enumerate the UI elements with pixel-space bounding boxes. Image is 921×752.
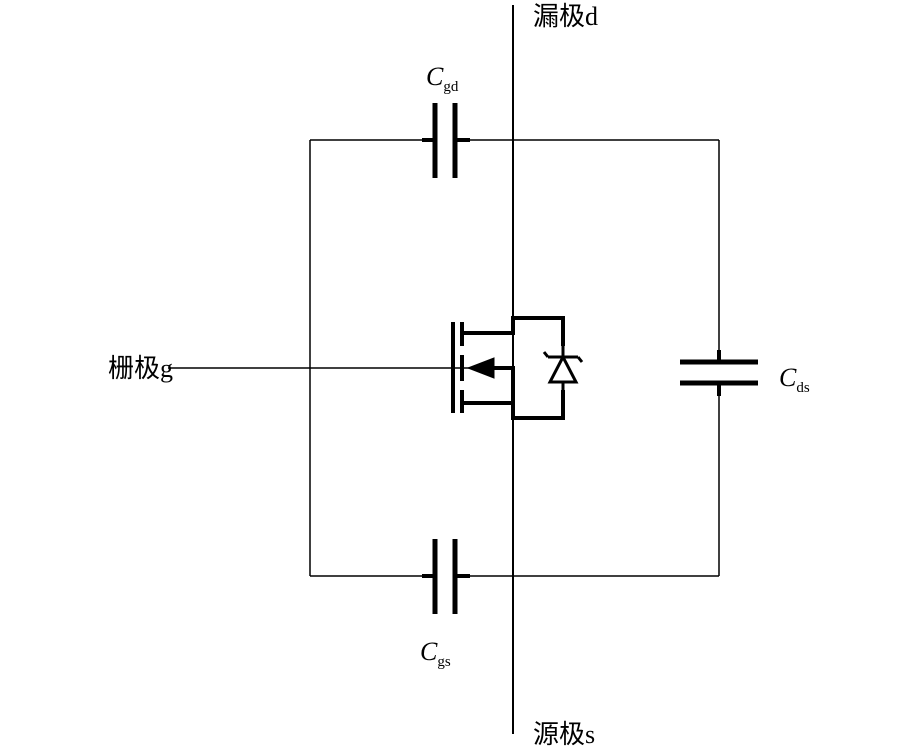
- capacitor-cds: [680, 350, 758, 396]
- drain-label: 漏极d: [533, 2, 598, 31]
- cgs-label: Cgs: [420, 637, 451, 670]
- cds-label: Cds: [779, 363, 810, 396]
- cgd-label: Cgd: [426, 62, 459, 95]
- mosfet-source-lead: [462, 390, 565, 420]
- capacitor-cgs: [422, 539, 470, 614]
- body-diode-wing-right: [576, 356, 584, 363]
- gate-label: 栅极g: [108, 354, 173, 383]
- source-label: 源极s: [533, 720, 595, 749]
- mosfet-body-arrow: [466, 357, 495, 379]
- mosfet-drain-lead: [462, 316, 565, 346]
- body-diode-triangle: [547, 353, 579, 384]
- mosfet-symbol: [451, 316, 584, 420]
- capacitor-cgd: [422, 103, 470, 178]
- body-diode-wing-left: [542, 351, 550, 358]
- outer-loop-wires: [309, 139, 720, 577]
